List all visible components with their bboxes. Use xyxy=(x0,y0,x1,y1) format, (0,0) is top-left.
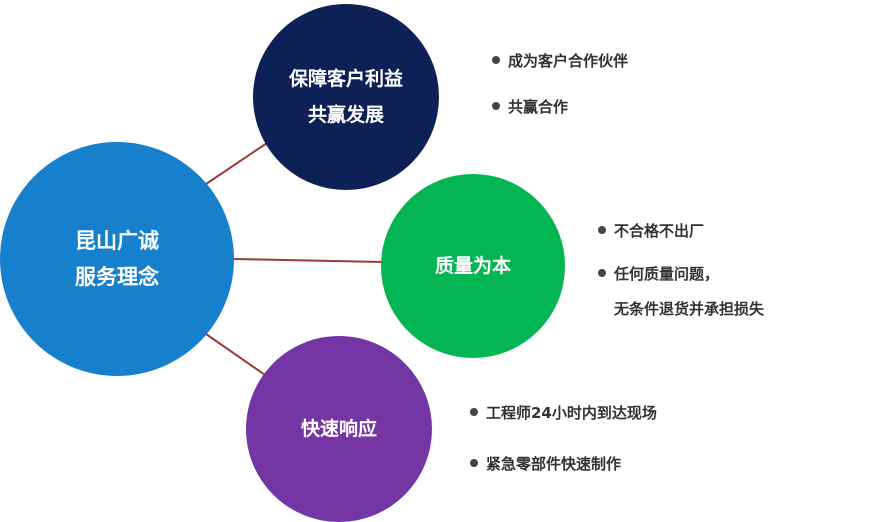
node-fast-response-label: 快速响应 xyxy=(300,418,377,440)
bullet-list-quality: 不合格不出厂 任何质量问题， 无条件退货并承担损失 xyxy=(598,220,764,319)
center-node-label: 昆山广诚 服务理念 xyxy=(75,229,159,289)
bullet-item: 任何质量问题， xyxy=(598,263,764,284)
bullet-list-fast-response: 工程师24小时内到达现场 紧急零部件快速制作 xyxy=(470,402,657,474)
bullet-item: 工程师24小时内到达现场 xyxy=(470,402,657,423)
bullet-item: 共赢合作 xyxy=(492,96,628,117)
bullet-item: 紧急零部件快速制作 xyxy=(470,453,657,474)
bullet-item: 成为客户合作伙伴 xyxy=(492,50,628,71)
connector-to-mid-node xyxy=(233,258,384,263)
node-quality-label: 质量为本 xyxy=(434,255,511,277)
connector-to-top-node xyxy=(205,140,271,185)
bullet-continuation: 无条件退货并承担损失 xyxy=(614,300,765,318)
node-fast-response: 快速响应 xyxy=(246,336,432,522)
center-node: 昆山广诚 服务理念 xyxy=(0,142,234,376)
connector-to-bot-node xyxy=(205,333,269,378)
node-customer-interest: 保障客户利益 共赢发展 xyxy=(253,4,439,190)
bullet-list-customer-interest: 成为客户合作伙伴 共赢合作 xyxy=(492,50,628,117)
bullet-item: 不合格不出厂 xyxy=(598,220,764,241)
node-customer-interest-label: 保障客户利益 共赢发展 xyxy=(288,68,403,126)
node-quality: 质量为本 xyxy=(381,174,565,358)
